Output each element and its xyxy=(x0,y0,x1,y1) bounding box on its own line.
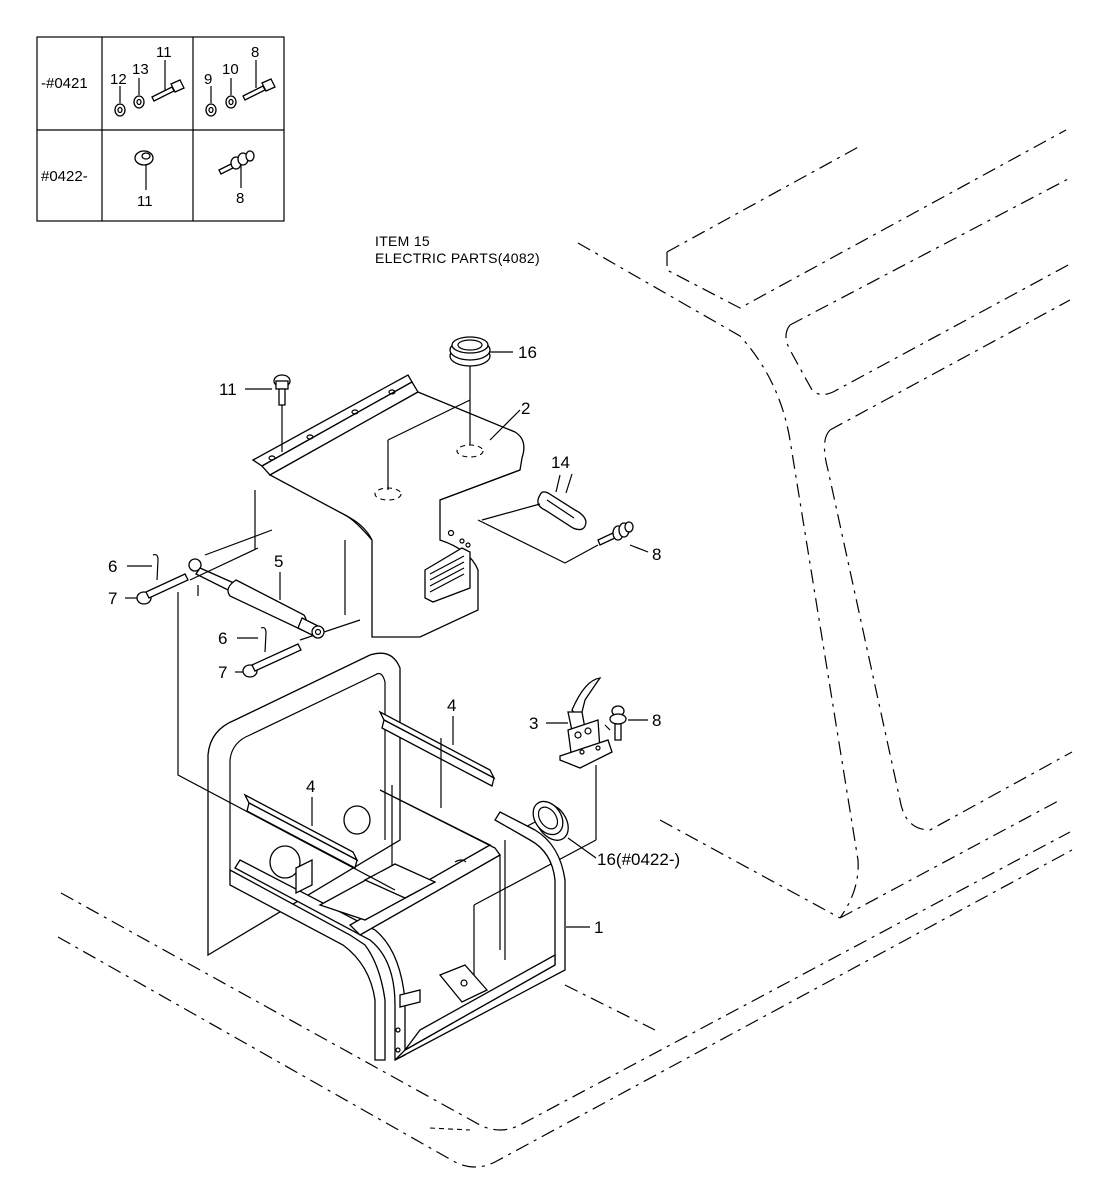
lock-washer-icon xyxy=(133,95,145,109)
callout-2: 2 xyxy=(521,399,530,418)
callout-6-upper: 6 xyxy=(108,557,117,576)
cotter-pin-icon xyxy=(260,626,267,653)
washer-icon xyxy=(114,103,126,117)
bolt-icon xyxy=(151,79,185,102)
callout-table-12: 12 xyxy=(110,71,127,88)
callout-table-11-new: 11 xyxy=(137,193,153,210)
callout-table-9: 9 xyxy=(204,71,212,88)
flange-bolt-icon xyxy=(134,150,154,166)
callout-4-left: 4 xyxy=(306,777,315,796)
box-part-1 xyxy=(207,652,566,1062)
callout-table-8: 8 xyxy=(251,44,259,61)
machine-outline xyxy=(57,129,1073,1168)
callout-5: 5 xyxy=(274,552,283,571)
row-label-before: -#0421 xyxy=(41,75,88,92)
note-electric-parts: ELECTRIC PARTS(4082) xyxy=(375,250,540,266)
washer-icon xyxy=(205,103,217,117)
rail-part-4-left xyxy=(243,793,359,869)
variant-table: -#0421 #0422- 12 13 11 xyxy=(36,36,285,222)
callout-7-lower: 7 xyxy=(218,663,227,682)
note-item-15: ITEM 15 xyxy=(375,233,430,249)
gas-spring-part-5 xyxy=(188,558,325,639)
rubber-ring-part-14 xyxy=(537,491,587,531)
callout-16-bottom: 16(#0422-) xyxy=(597,850,680,869)
rail-part-4-right xyxy=(378,710,496,787)
callout-3: 3 xyxy=(529,714,538,733)
vent-grille-icon xyxy=(424,547,471,603)
callout-table-13: 13 xyxy=(132,61,149,78)
callout-table-11: 11 xyxy=(156,44,172,61)
latch-part-3 xyxy=(559,677,613,769)
callout-table-8-new: 8 xyxy=(236,190,244,207)
row-label-after: #0422- xyxy=(41,168,88,185)
lock-washer-icon xyxy=(225,95,237,109)
bolt-part-8 xyxy=(597,521,634,546)
cotter-pin-icon xyxy=(152,553,159,581)
callout-4-right: 4 xyxy=(447,696,456,715)
callout-6-lower: 6 xyxy=(218,629,227,648)
callout-7-upper: 7 xyxy=(108,589,117,608)
callout-8-latch: 8 xyxy=(652,711,661,730)
callout-8-right: 8 xyxy=(652,545,661,564)
clevis-pin-icon xyxy=(242,643,302,678)
leader-lines xyxy=(125,351,649,928)
bolt-icon xyxy=(242,78,276,101)
bolt-assembly-icon xyxy=(218,150,255,175)
callout-14: 14 xyxy=(551,453,570,472)
grommet-part-16-new xyxy=(532,800,569,841)
callout-table-10: 10 xyxy=(222,61,239,78)
cover-part-2 xyxy=(251,374,525,638)
callout-1: 1 xyxy=(594,918,603,937)
bolt-part-8-latch xyxy=(609,705,627,741)
bolt-part-11 xyxy=(273,374,291,406)
grommet-part-16 xyxy=(449,336,491,367)
callout-16-top: 16 xyxy=(518,343,537,362)
clevis-pin-icon xyxy=(136,573,189,605)
callout-11: 11 xyxy=(219,380,237,399)
